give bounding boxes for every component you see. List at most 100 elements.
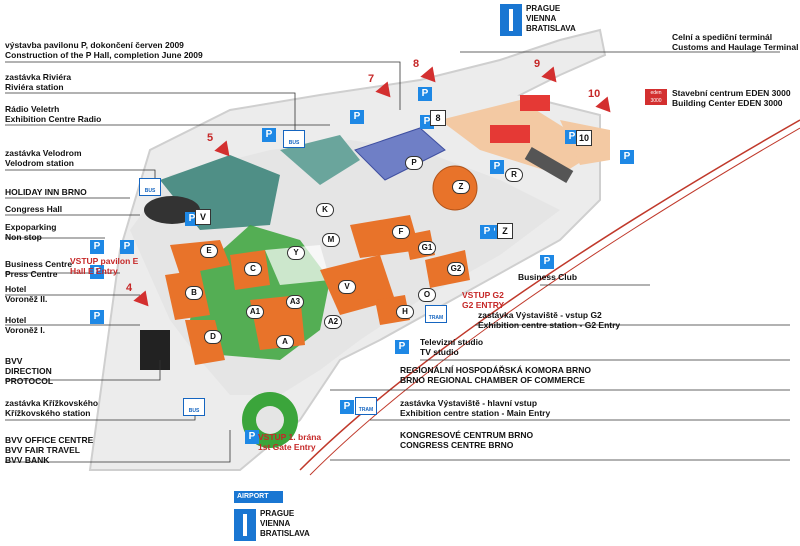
- label-line: Non stop: [5, 232, 42, 242]
- label-line: PROTOCOL: [5, 376, 54, 386]
- hall-label-f: F: [392, 225, 410, 239]
- tram-stop-icon: TRAM: [355, 397, 377, 415]
- parking-sign: P: [340, 400, 354, 414]
- label-line: zastávka Riviéra: [5, 72, 72, 82]
- parking-sign: P: [480, 225, 494, 239]
- label-line: Construction of the P Hall, completion J…: [5, 50, 203, 60]
- highway-line: VIENNA: [526, 14, 557, 23]
- bus-stop-icon: BUS: [183, 398, 205, 416]
- label-line: TV studio: [420, 347, 459, 357]
- airport-sign: AIRPORT: [234, 491, 283, 503]
- hall-label-o: O: [418, 288, 436, 302]
- label-line: zastávka Velodrom: [5, 148, 82, 158]
- light-grid: [265, 245, 330, 285]
- label-line: Velodrom station: [5, 158, 74, 168]
- hall-label-z: Z: [452, 180, 470, 194]
- label-line: Hall E Entry: [70, 266, 118, 276]
- hall-label-p: P: [405, 156, 423, 170]
- parking-sign: P: [490, 160, 504, 174]
- hall-label-d: D: [204, 330, 222, 344]
- label-line: Exhibition centre station - Main Entry: [400, 408, 551, 418]
- grey-block: [524, 146, 574, 184]
- label-line: Voroněž II.: [5, 294, 48, 304]
- label-line: Customs and Haulage Terminal: [672, 42, 799, 52]
- tram-stop-icon: TRAM: [425, 305, 447, 323]
- label-p-hall: výstavba pavilonu P, dokončení červen 20…: [5, 40, 203, 60]
- hall-label-h: H: [396, 305, 414, 319]
- highway-line: PRAGUE: [260, 509, 295, 518]
- label-line: Voroněž I.: [5, 325, 45, 335]
- label-line: Exhibition Centre Radio: [5, 114, 102, 124]
- parking-sign: P: [90, 265, 104, 279]
- label-line: BVV BANK: [5, 455, 50, 465]
- label-line: zastávka Výstaviště - hlavní vstup: [400, 398, 538, 408]
- label-business-club: Business Club: [518, 272, 578, 282]
- label-line: zastávka Výstaviště - vstup G2: [478, 310, 602, 320]
- label-line: Building Center EDEN 3000: [672, 98, 783, 108]
- parking-sign: P: [120, 240, 134, 254]
- label-congress-hall: Congress Hall: [5, 204, 63, 214]
- hall-label-e: E: [200, 244, 218, 258]
- parking-sign: P: [350, 110, 364, 124]
- hall-label-g1: G1: [418, 241, 436, 255]
- arrow-number-4: 4: [126, 282, 133, 294]
- label-line: DIRECTION: [5, 366, 52, 376]
- label-line: VSTUP pavilon E: [70, 256, 139, 266]
- label-line: Press Centre: [5, 269, 58, 279]
- hall-label-y: Y: [287, 246, 305, 260]
- eden-block: [490, 125, 530, 143]
- bus-stop-icon: BUS: [283, 130, 305, 148]
- label-line: BRNO REGIONAL CHAMBER OF COMMERCE: [400, 375, 585, 385]
- railway-2: [309, 127, 800, 476]
- eden-block: [520, 95, 550, 111]
- parking-sign: P: [418, 87, 432, 101]
- hall-label-a: A: [276, 335, 294, 349]
- label-line: VSTUP 1. brána: [258, 432, 322, 442]
- arrow-number-5: 5: [207, 132, 214, 144]
- label-line: Televizní studio: [420, 337, 484, 347]
- parking-sign: P: [262, 128, 276, 142]
- label-line: BVV OFFICE CENTRE: [5, 435, 94, 445]
- label-line: G2 ENTRY: [462, 300, 505, 310]
- label-line: CONGRESS CENTRE BRNO: [400, 440, 514, 450]
- parking-sign: P: [90, 310, 104, 324]
- hall-label-c: C: [244, 262, 262, 276]
- arrow-number-8: 8: [413, 58, 420, 70]
- label-line: Křížkovského station: [5, 408, 91, 418]
- parking-number-pz: Z: [497, 223, 513, 239]
- hall-label-a2: A2: [324, 315, 342, 329]
- parking-sign: P: [395, 340, 409, 354]
- hall-p: [354, 127, 446, 181]
- label-line: Rádio Veletrh: [5, 104, 60, 114]
- label-line: zastávka Křížkovského: [5, 398, 99, 408]
- hall-label-m: M: [322, 233, 340, 247]
- parking-sign: P: [540, 255, 554, 269]
- label-line: 1st Gate Entry: [258, 442, 316, 452]
- hall-label-a1: A1: [246, 305, 264, 319]
- label-line: BVV FAIR TRAVEL: [5, 445, 80, 455]
- arrow-number-7: 7: [368, 73, 375, 85]
- grey-block: [140, 330, 170, 370]
- parking-sign: P: [620, 150, 634, 164]
- label-holiday-inn: HOLIDAY INN BRNO: [5, 187, 87, 197]
- parking-number-p10: 10: [576, 130, 592, 146]
- hall-label-k: K: [316, 203, 334, 217]
- parking-number-pv: V: [195, 209, 211, 225]
- parking-sign: P: [90, 240, 104, 254]
